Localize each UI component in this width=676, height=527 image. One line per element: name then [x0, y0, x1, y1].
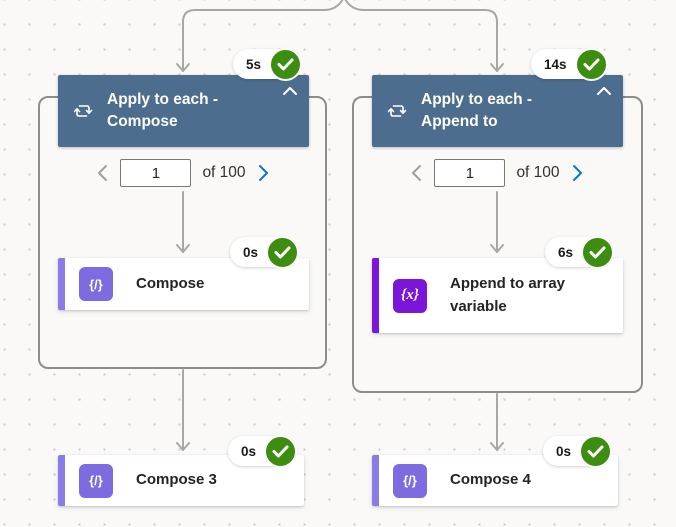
success-check-icon — [266, 235, 300, 269]
arrowhead-down-icon — [176, 63, 190, 72]
success-check-icon — [581, 235, 615, 269]
action-card-append-to-array-variable[interactable]: {x} Append to array variable — [372, 258, 623, 333]
loop-icon — [73, 101, 93, 121]
chevron-left-icon[interactable] — [96, 164, 109, 182]
variable-icon: {x} — [393, 278, 427, 313]
iteration-input[interactable] — [120, 159, 192, 187]
success-check-icon — [264, 434, 298, 468]
accent-bar — [58, 258, 65, 310]
duration-label: 0s — [241, 443, 257, 459]
success-check-icon — [574, 47, 608, 81]
loop-icon — [387, 101, 407, 121]
scope-header-apply-to-each-compose[interactable]: Apply to each - Compose — [58, 75, 309, 147]
chevron-right-icon[interactable] — [571, 164, 584, 182]
arrowhead-down-icon — [490, 442, 504, 451]
chevron-up-icon[interactable] — [281, 84, 299, 98]
pager-of-label: of 100 — [202, 164, 246, 181]
scope-title: Apply to each - Append to — [421, 90, 533, 130]
chevron-left-icon[interactable] — [410, 164, 423, 182]
arrowhead-down-icon — [490, 63, 504, 72]
duration-label: 5s — [246, 56, 262, 72]
duration-label: 0s — [243, 244, 259, 260]
action-title: Append to array variable — [450, 275, 566, 315]
success-check-icon — [579, 434, 613, 468]
status-badge: 14s — [531, 47, 608, 81]
duration-label: 14s — [544, 56, 567, 72]
action-title: Compose 3 — [136, 471, 217, 489]
status-badge: 0s — [230, 235, 300, 269]
chevron-right-icon[interactable] — [257, 164, 270, 182]
compose-icon: {/} — [79, 463, 113, 498]
chevron-up-icon[interactable] — [595, 84, 613, 98]
duration-label: 0s — [556, 443, 572, 459]
arrowhead-down-icon — [176, 442, 190, 451]
accent-bar — [372, 455, 379, 506]
iteration-input[interactable] — [434, 159, 506, 187]
scope-title: Apply to each - Compose — [107, 90, 219, 130]
accent-bar — [58, 455, 65, 506]
action-title: Compose 4 — [450, 471, 531, 489]
compose-icon: {/} — [79, 267, 113, 301]
pager-of-label: of 100 — [516, 164, 560, 181]
iteration-pager: of 100 — [73, 158, 293, 188]
status-badge: 0s — [543, 434, 613, 468]
compose-icon: {/} — [393, 463, 427, 498]
action-title: Compose — [136, 274, 205, 292]
status-badge: 6s — [545, 235, 615, 269]
branch-right-line — [344, 0, 498, 72]
duration-label: 6s — [558, 244, 574, 260]
success-check-icon — [269, 47, 303, 81]
action-card-compose[interactable]: {/} Compose — [58, 258, 309, 310]
scope-header-apply-to-each-append[interactable]: Apply to each - Append to — [372, 75, 623, 147]
iteration-pager: of 100 — [387, 158, 607, 188]
status-badge: 0s — [228, 434, 298, 468]
status-badge: 5s — [233, 47, 303, 81]
accent-bar — [372, 258, 379, 333]
